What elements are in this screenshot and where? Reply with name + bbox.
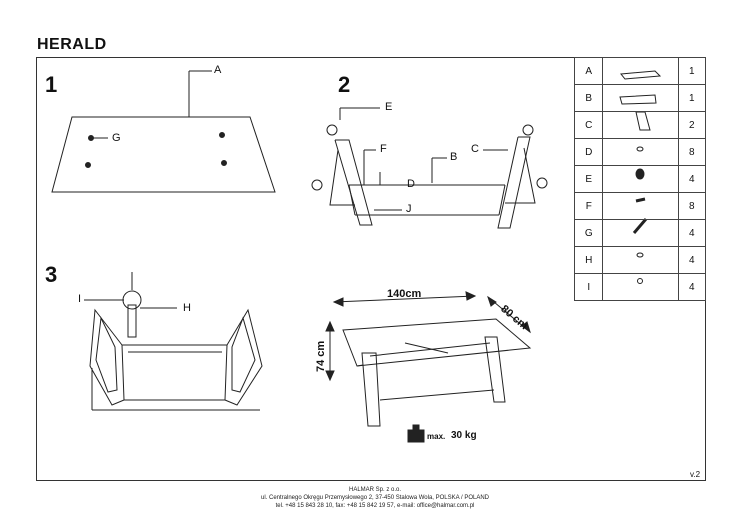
part-key: C [573,111,604,139]
part-key: G [573,219,604,247]
footer-address: ul. Centralnego Okręgu Przemysłowego 2, … [260,495,489,501]
label-A: A [214,64,222,76]
label-B: B [450,151,458,163]
weight-value: 30 kg [451,430,477,441]
assembled-table-drawing [325,291,532,443]
label-C: C [471,143,479,155]
part-qty: 4 [677,246,707,274]
part-qty: 4 [677,219,707,247]
part-qty: 8 [677,138,707,166]
part-qty: 2 [677,111,707,139]
label-G: G [112,132,121,144]
part-key: E [573,165,604,193]
product-title: HERALD [37,36,107,53]
step-number-1: 1 [45,72,58,97]
weight-label: max. [427,432,446,441]
part-qty: 1 [677,57,707,85]
footer-company: HALMAR Sp. z o.o. [348,487,402,493]
part-key: F [573,192,604,220]
label-J: J [406,203,412,215]
label-I: I [78,293,82,305]
part-qty: 1 [677,84,707,112]
part-qty: 4 [677,165,707,193]
weight-icon [407,429,425,443]
label-E: E [385,101,393,113]
glass-top-drawing [51,116,276,193]
part-qty: 4 [677,273,707,301]
part-key: B [573,84,604,112]
footer-contact: tel. +48 15 843 28 10, fax: +48 15 842 1… [275,503,475,509]
label-D: D [407,178,415,190]
dimension-height: 74 cm [315,340,327,372]
step-number-2: 2 [338,72,351,97]
instruction-frame [36,57,706,481]
step3-drawing [84,272,263,411]
part-key: D [573,138,604,166]
dimension-width: 140cm [387,288,422,300]
label-H: H [183,302,191,314]
part-key: H [573,246,604,274]
label-F: F [380,143,387,155]
part-key: I [573,273,604,301]
step2-drawing [311,107,548,229]
part-qty: 8 [677,192,707,220]
step-number-3: 3 [45,262,58,287]
part-key: A [573,57,604,85]
version-label: v.2 [690,470,701,479]
